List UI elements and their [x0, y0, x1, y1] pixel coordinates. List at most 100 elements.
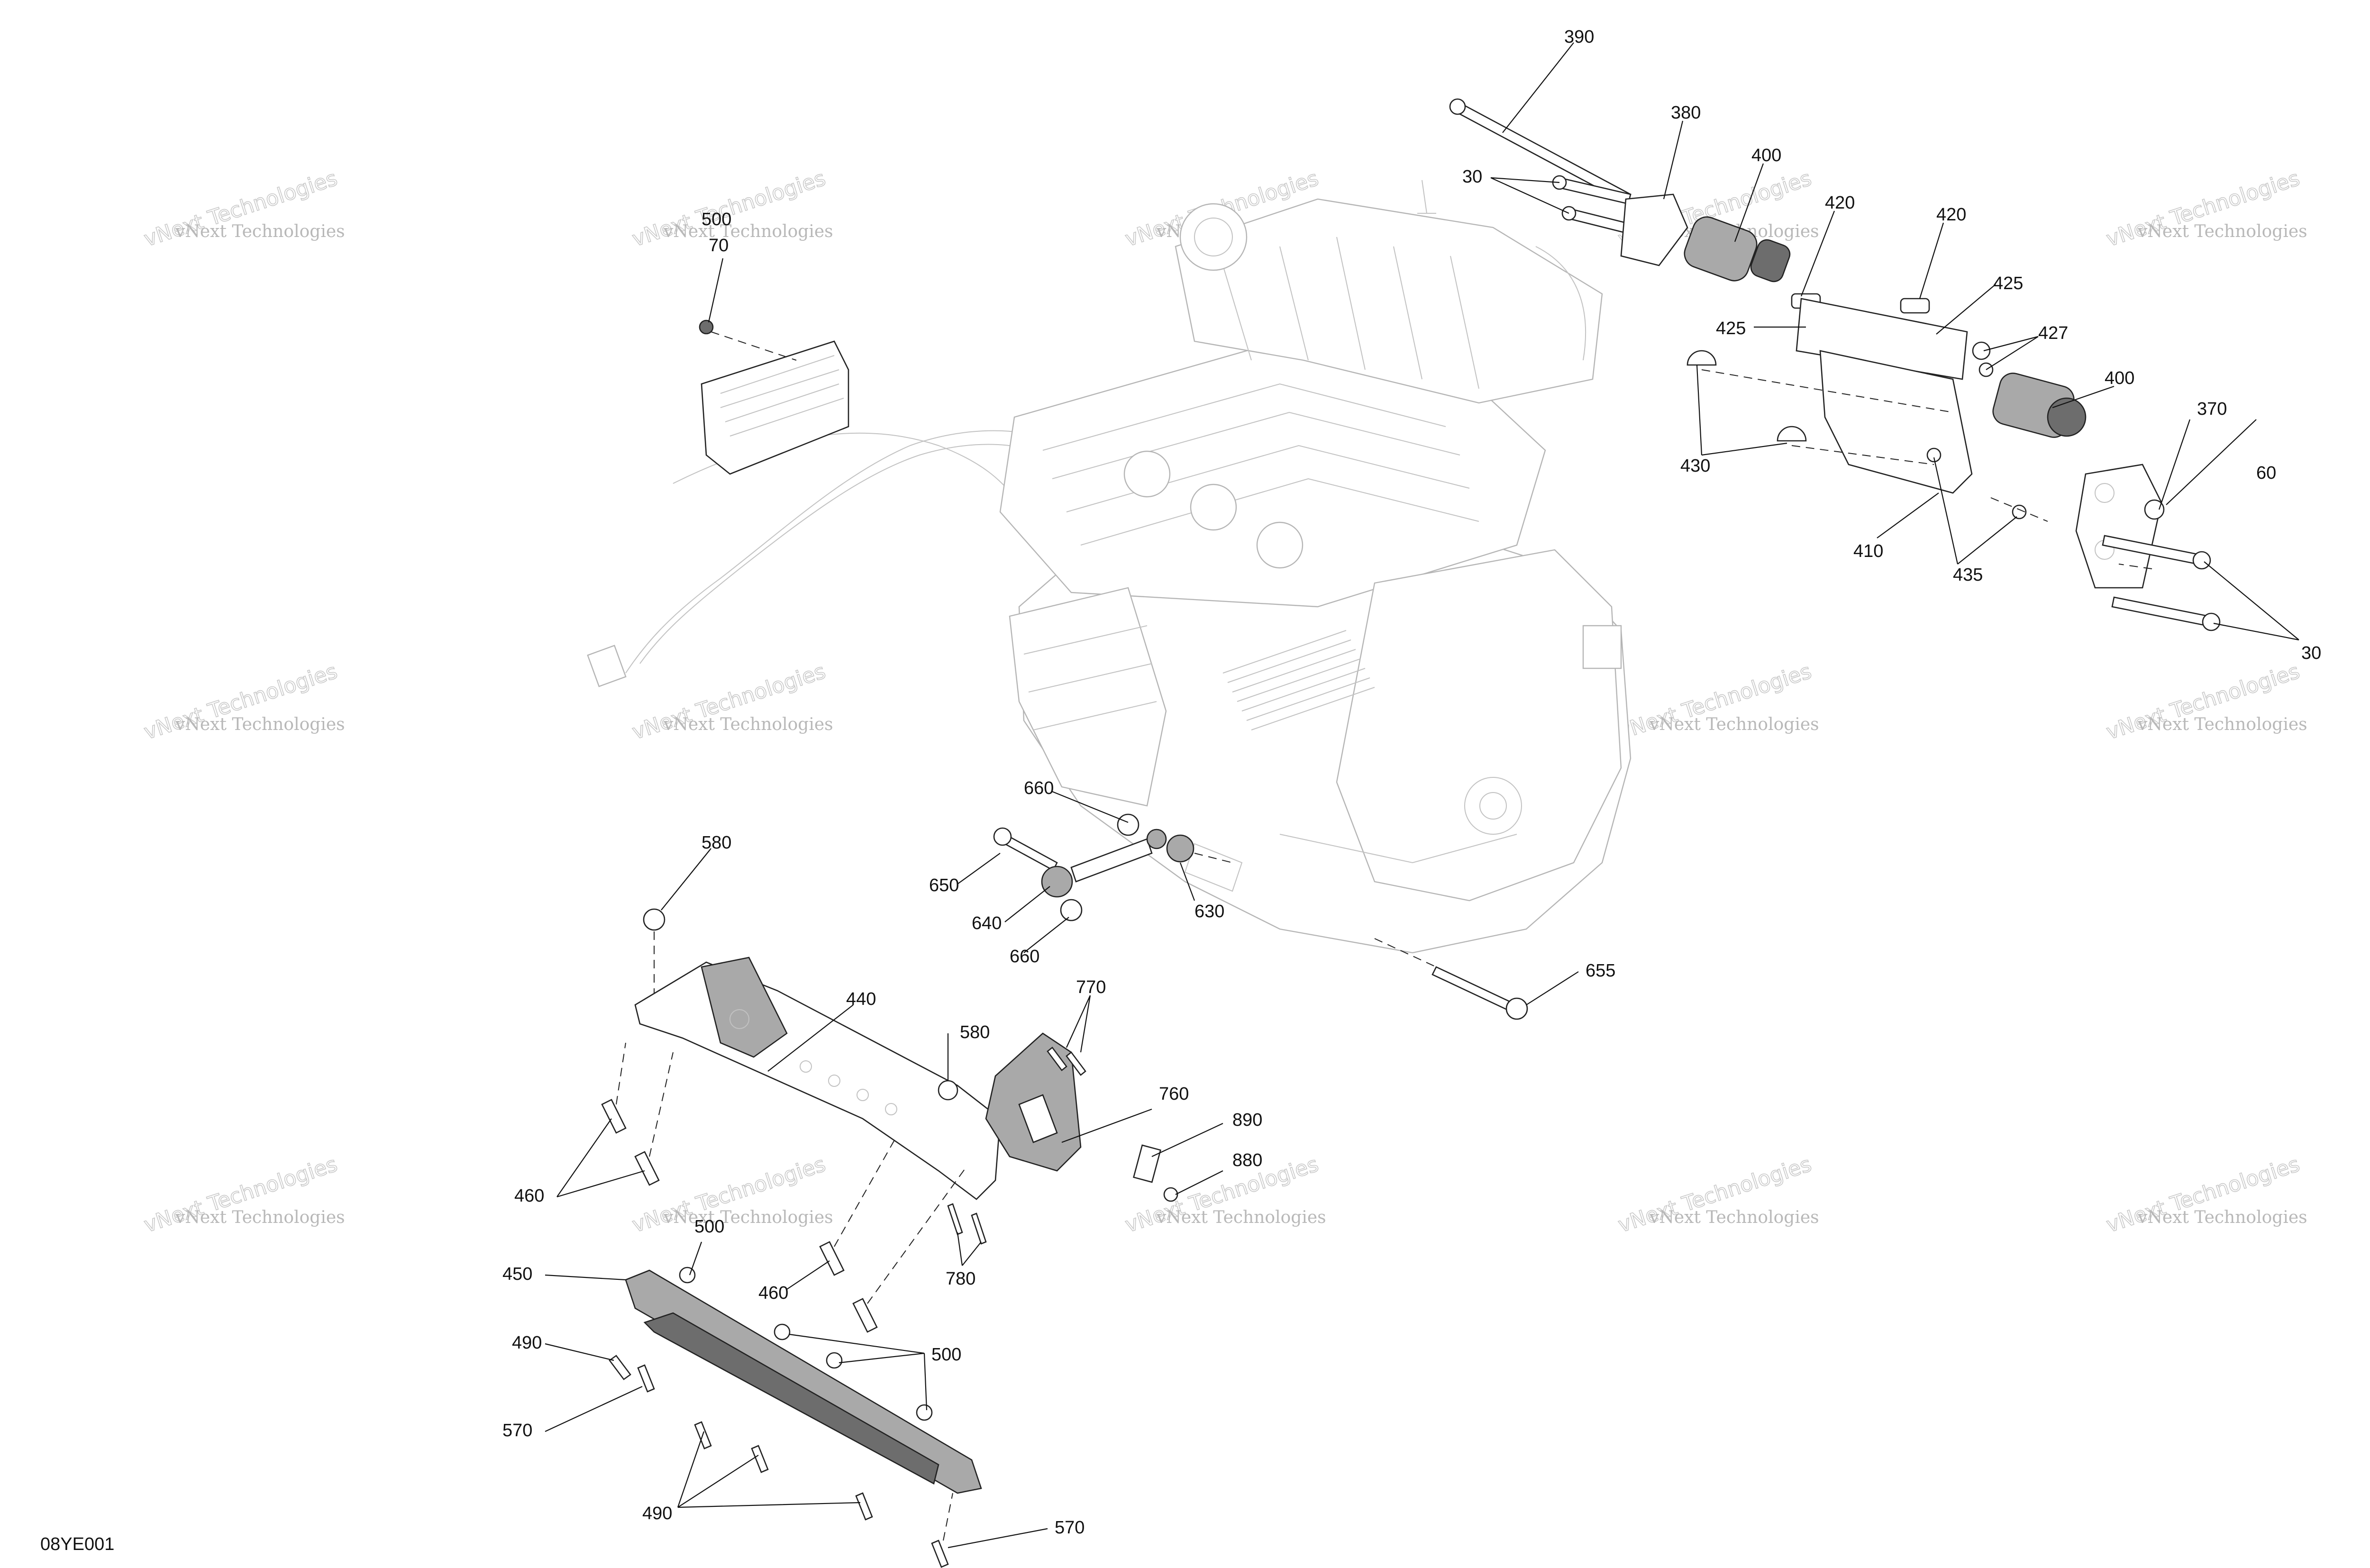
cvt-hub [1464, 777, 1522, 835]
leader-line [545, 1274, 626, 1281]
harness-connector [587, 645, 627, 687]
cvt-hub [1479, 792, 1507, 820]
leader-line [1175, 1170, 1223, 1195]
bolt-head [1449, 98, 1466, 115]
nut-500 [679, 1267, 696, 1284]
leader-line [545, 1386, 643, 1432]
torque-rod-group [993, 813, 1528, 1020]
leader-line [689, 1241, 702, 1276]
bump-stop-430 [1686, 350, 1717, 366]
cooling-fins [1222, 630, 1375, 730]
callout-label: 780 [946, 1269, 975, 1289]
svg-text:vNext Technologies: vNext Technologies [2137, 222, 2307, 241]
stud-780 [971, 1212, 987, 1245]
callout-label: 650 [929, 875, 959, 895]
nut-580 [643, 908, 665, 931]
callout-label: 440 [846, 989, 876, 1009]
leader-line [2052, 385, 2115, 409]
watermark: vNext Technologies vNext Technologies [1615, 1152, 1819, 1238]
callout-label: 500 [931, 1345, 961, 1365]
callout-label: 460 [758, 1283, 788, 1303]
bolt-460 [634, 1151, 660, 1186]
engine-lower-case [1009, 587, 1167, 807]
watermark: vNext Technologies vNext Technologies [629, 1152, 833, 1238]
leader-line [1061, 1108, 1152, 1143]
callout-label: 390 [1564, 27, 1594, 47]
assembly-line [1791, 445, 1934, 465]
watermark: vNext Technologies vNext Technologies [2103, 1152, 2307, 1238]
leader-line [957, 853, 1001, 884]
leader-line [957, 1232, 982, 1266]
rod-end [1070, 838, 1153, 883]
leader-line [1983, 336, 2039, 370]
bushing-640 [1041, 866, 1073, 898]
clip-890 [1133, 1144, 1161, 1183]
leader-line [1936, 284, 1996, 335]
callout-label: 660 [1024, 778, 1054, 798]
lower-mount-bracket-group [601, 908, 1001, 1333]
callout-label: 450 [502, 1264, 532, 1284]
output-shaft [1582, 625, 1622, 669]
callout-label: 500 [702, 210, 731, 229]
plate-hole [2095, 483, 2115, 503]
callout-label: 410 [1853, 541, 1883, 561]
svg-text:vNext Technologies: vNext Technologies [175, 1208, 345, 1227]
callout-label: 760 [1159, 1084, 1189, 1104]
figure-code: 08YE001 [40, 1534, 114, 1554]
intake-manifold [1175, 198, 1603, 404]
rear-engine-mount-group [1449, 98, 2221, 631]
bushing-630 [1166, 834, 1194, 863]
leader-line [948, 1528, 1048, 1549]
svg-text:vNext Technologies: vNext Technologies [175, 715, 345, 734]
assembly-line [616, 1042, 626, 1105]
callout-label: 640 [972, 913, 1002, 933]
ecu-ribs [720, 355, 844, 437]
bolt-460 [601, 1099, 627, 1134]
sensor-cable [1535, 246, 1586, 361]
leader-line [1023, 917, 1069, 953]
leader-line [1179, 862, 1195, 901]
engine-mount-boss [1184, 843, 1243, 892]
callout-label: 400 [1751, 146, 1781, 165]
nut-500 [916, 1404, 933, 1421]
washer-427 [1972, 341, 1991, 360]
leader-line [1526, 971, 1579, 1005]
nut-500 [774, 1323, 791, 1340]
svg-text:vNext Technologies: vNext Technologies [663, 222, 833, 241]
bolt-570 [637, 1364, 655, 1393]
bolt-570 [931, 1540, 949, 1568]
pin-420 [1900, 298, 1930, 314]
watermark: vNext Technologies vNext Technologies [1615, 659, 1819, 745]
leader-line [1052, 791, 1129, 823]
bolt-460 [819, 1241, 845, 1276]
washer [1146, 829, 1167, 849]
callout-label: 420 [1825, 193, 1855, 213]
leader-line [661, 848, 711, 911]
leader-line [1066, 995, 1091, 1053]
dipstick [1417, 180, 1436, 214]
watermark: vNext Technologies vNext Technologies [629, 659, 833, 745]
engine-assembly [587, 180, 1632, 954]
callout-label: 425 [1716, 319, 1746, 338]
leader-line [2204, 561, 2299, 641]
washer-435 [2012, 504, 2027, 520]
stud-770 [1047, 1047, 1067, 1071]
nut-500 [826, 1352, 843, 1369]
ignition-coil [1256, 521, 1304, 569]
leader-line [708, 258, 724, 323]
leader-line [1933, 457, 2017, 565]
leader-line [767, 1004, 854, 1072]
ecu-module [699, 319, 849, 475]
assembly-line [834, 1137, 896, 1247]
svg-text:vNext Technologies: vNext Technologies [175, 222, 345, 241]
callout-label: 580 [960, 1022, 990, 1042]
bolt-head [2192, 551, 2211, 570]
bolt-490 [609, 1355, 631, 1380]
valve-cover [1042, 383, 1479, 546]
assembly-line [1374, 938, 1437, 967]
leader-line [1800, 210, 1835, 297]
assembly-line [711, 331, 797, 361]
callout-label: 770 [1076, 977, 1106, 997]
callout-labels: 390 380 30 400 420 420 425 425 427 400 3… [502, 27, 2321, 1538]
